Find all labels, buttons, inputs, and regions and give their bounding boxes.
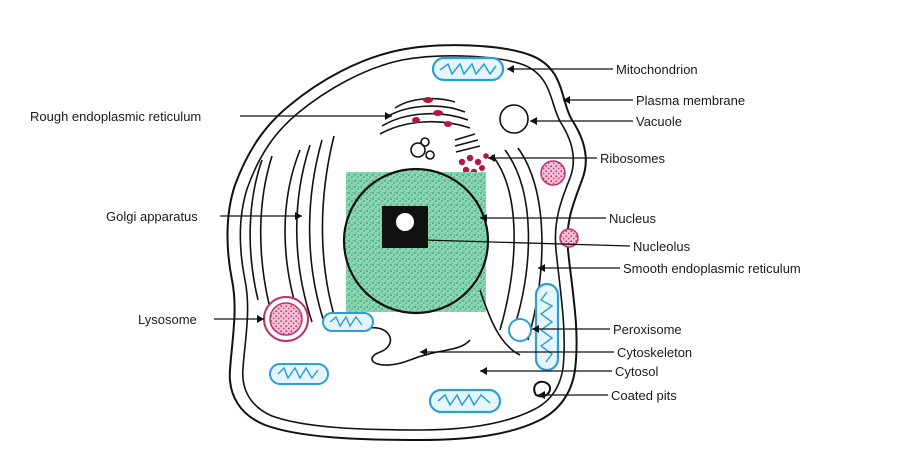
- label-nucleolus: Nucleolus: [633, 239, 691, 254]
- lysosome-core: [269, 302, 303, 336]
- golgi-apparatus: [249, 135, 339, 329]
- mitochondrion-bottom-left: [269, 363, 329, 385]
- nucleolus-center: [396, 213, 414, 231]
- label-coated-pits: Coated pits: [611, 388, 677, 403]
- mitochondrion-bottom: [428, 388, 502, 414]
- mitochondrion-right: [534, 282, 560, 372]
- label-plasma-membrane: Plasma membrane: [636, 93, 745, 108]
- leader-lines: [214, 65, 633, 399]
- ribosomes: [454, 133, 489, 176]
- label-golgi-apparatus: Golgi apparatus: [106, 209, 198, 224]
- mitochondrion-left: [322, 312, 374, 332]
- vacuole: [499, 104, 529, 134]
- label-smooth-er: Smooth endoplasmic reticulum: [623, 261, 801, 276]
- label-peroxisome: Peroxisome: [613, 322, 682, 337]
- peroxisome: [508, 318, 532, 342]
- cytoskeleton: [359, 327, 471, 366]
- label-rough-er: Rough endoplasmic reticulum: [30, 109, 201, 124]
- mitochondrion-top: [431, 56, 505, 82]
- label-cytoskeleton: Cytoskeleton: [617, 345, 692, 360]
- vesicle: [410, 142, 426, 158]
- lysosome-small-1: [540, 160, 566, 186]
- vesicle: [425, 150, 435, 160]
- label-ribosomes: Ribosomes: [600, 151, 666, 166]
- label-lysosome: Lysosome: [138, 312, 197, 327]
- vesicle: [420, 137, 430, 147]
- label-mitochondrion: Mitochondrion: [616, 62, 698, 77]
- label-vacuole: Vacuole: [636, 114, 682, 129]
- label-nucleus: Nucleus: [609, 211, 656, 226]
- plasma-membrane-inner: [239, 55, 575, 431]
- label-cytosol: Cytosol: [615, 364, 658, 379]
- rough-endoplasmic-reticulum: [379, 97, 471, 135]
- lysosome-small-2: [559, 228, 579, 248]
